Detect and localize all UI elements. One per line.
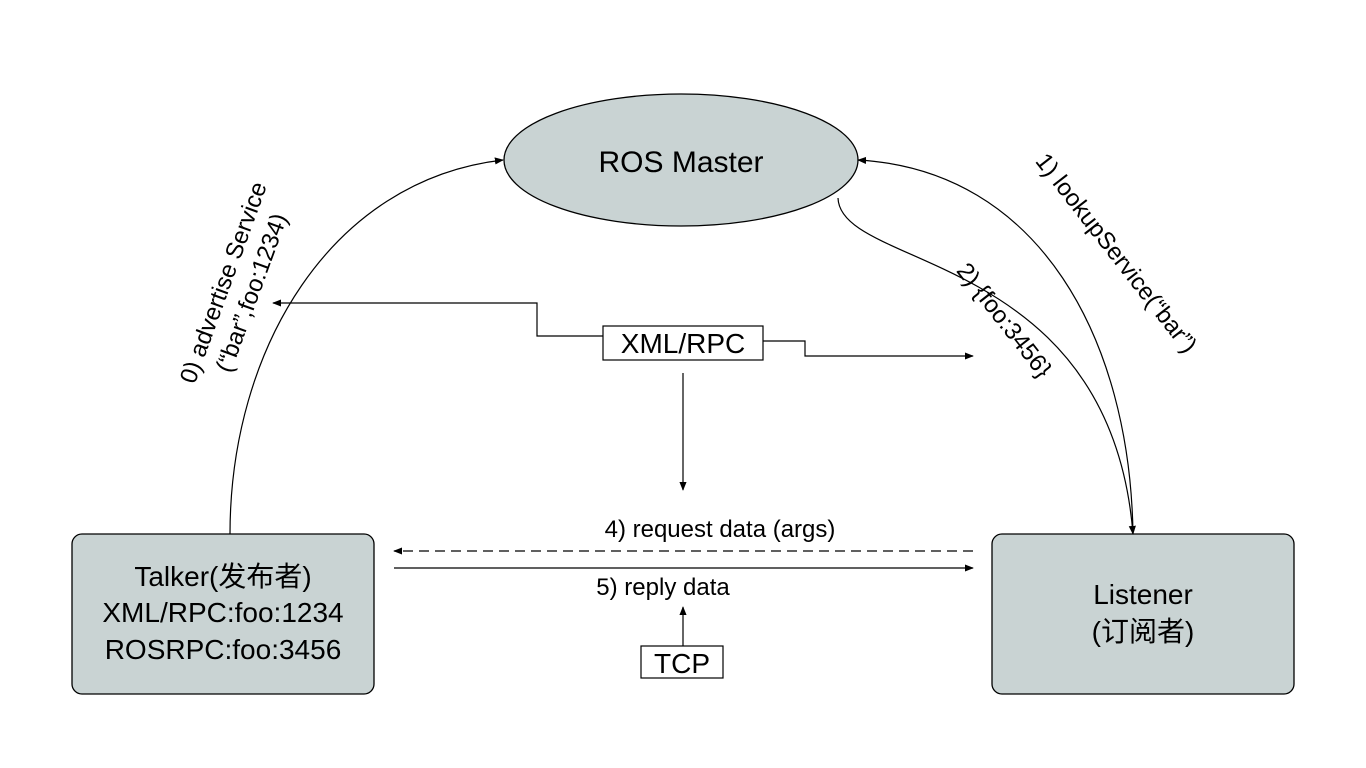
- advertise-label: 0) advertise Service (“bar”,foo:1234): [175, 178, 293, 387]
- xmlrpc-label: XML/RPC: [621, 328, 745, 359]
- tcp-protocol: TCP: [640, 606, 724, 679]
- xmlrpc-protocol: XML/RPC: [272, 299, 974, 491]
- talker-title: Talker(发布者): [134, 561, 311, 592]
- advertise-arrow: [229, 157, 504, 535]
- listener-shape: [991, 533, 1295, 695]
- talker-rosrpc-uri: ROSRPC:foo:3456: [105, 634, 342, 665]
- reply-label: 5) reply data: [596, 574, 730, 601]
- listener-subtitle: (订阅者): [1092, 616, 1195, 647]
- lookup-label: 1) lookupService(“bar”): [1030, 148, 1202, 358]
- talker-node: Talker(发布者) XML/RPC:foo:1234 ROSRPC:foo:…: [71, 533, 375, 695]
- xmlrpc-box: [602, 325, 764, 361]
- ros-master-node: ROS Master: [503, 93, 859, 227]
- tcp-box: [640, 645, 724, 679]
- tcp-label: TCP: [654, 648, 710, 679]
- talker-shape: [71, 533, 375, 695]
- listener-node: Listener (订阅者): [991, 533, 1295, 695]
- request-label: 4) request data (args): [605, 516, 836, 543]
- ros-master-label: ROS Master: [598, 146, 763, 179]
- lookup-arrow: [857, 156, 1134, 535]
- listener-title: Listener: [1093, 579, 1193, 610]
- reply-uri-label: 2) {foo:3456}: [951, 258, 1057, 383]
- xmlrpc-right-connector: [763, 340, 974, 360]
- xmlrpc-left-connector: [272, 299, 603, 337]
- talker-xmlrpc-uri: XML/RPC:foo:1234: [102, 597, 343, 628]
- reply-uri-arrow: [837, 197, 1136, 535]
